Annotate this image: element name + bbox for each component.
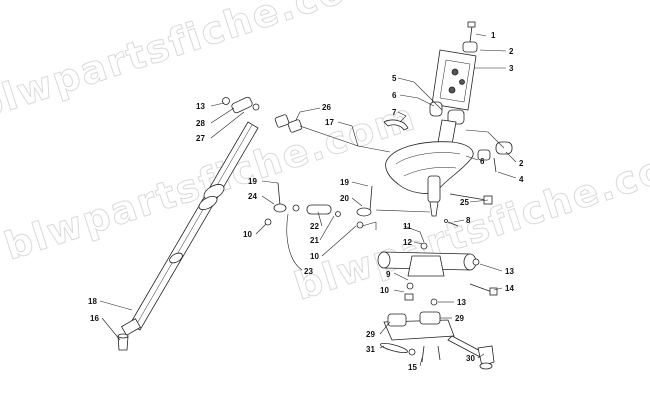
- callout-20: 20: [340, 194, 349, 203]
- callout-3: 3: [509, 64, 514, 73]
- callout-17: 17: [325, 118, 334, 127]
- callout-2-right: 2: [519, 159, 524, 168]
- callout-13-right: 13: [505, 267, 514, 276]
- callout-28: 28: [196, 119, 205, 128]
- callout-12: 12: [403, 238, 412, 247]
- callout-5: 5: [392, 74, 397, 83]
- steering-post: [117, 96, 303, 351]
- callout-10-mid: 10: [310, 252, 319, 261]
- callout-21: 21: [310, 236, 319, 245]
- watermark: blwpartsfiche.com blwpartsfiche.com blwp…: [0, 0, 650, 309]
- callout-15: 15: [408, 363, 417, 372]
- callout-2-top: 2: [509, 47, 514, 56]
- callout-16: 16: [90, 314, 99, 323]
- callout-19-right: 19: [340, 178, 349, 187]
- callout-10-lower: 10: [380, 286, 389, 295]
- callout-11: 11: [403, 222, 412, 231]
- callout-23: 23: [304, 267, 313, 276]
- callout-6-lower: 6: [480, 157, 485, 166]
- callout-29-left: 29: [366, 330, 375, 339]
- callout-13-left: 13: [196, 102, 205, 111]
- callout-27: 27: [196, 134, 205, 143]
- tie-rod-assembly: [264, 182, 373, 229]
- bottom-linkage: [380, 298, 495, 370]
- callout-6-upper: 6: [392, 91, 397, 100]
- steering-cover: [383, 119, 513, 227]
- callout-13-lower: 13: [457, 298, 466, 307]
- callout-19-left: 19: [248, 177, 257, 186]
- callout-31: 31: [366, 345, 375, 354]
- watermark-text-middle: blwpartsfiche.com: [0, 94, 421, 269]
- callout-7: 7: [392, 108, 397, 117]
- callout-26: 26: [322, 103, 331, 112]
- callout-22: 22: [310, 222, 319, 231]
- callout-30: 30: [466, 354, 475, 363]
- leader-lines: [99, 33, 517, 367]
- callout-4: 4: [519, 175, 524, 184]
- callout-14: 14: [505, 284, 514, 293]
- callout-9: 9: [386, 270, 391, 279]
- callout-29-right: 29: [455, 314, 464, 323]
- callout-18: 18: [88, 297, 97, 306]
- callout-1: 1: [491, 31, 496, 40]
- callout-10-left: 10: [243, 230, 252, 239]
- lower-steering-arm: [377, 242, 498, 301]
- callout-8: 8: [466, 216, 471, 225]
- callout-25: 25: [460, 198, 469, 207]
- callout-numbers: 1 2 3 5 6 7 2 4 6 13 28 27 26 17 19 24 1…: [88, 31, 524, 372]
- callout-24: 24: [248, 192, 257, 201]
